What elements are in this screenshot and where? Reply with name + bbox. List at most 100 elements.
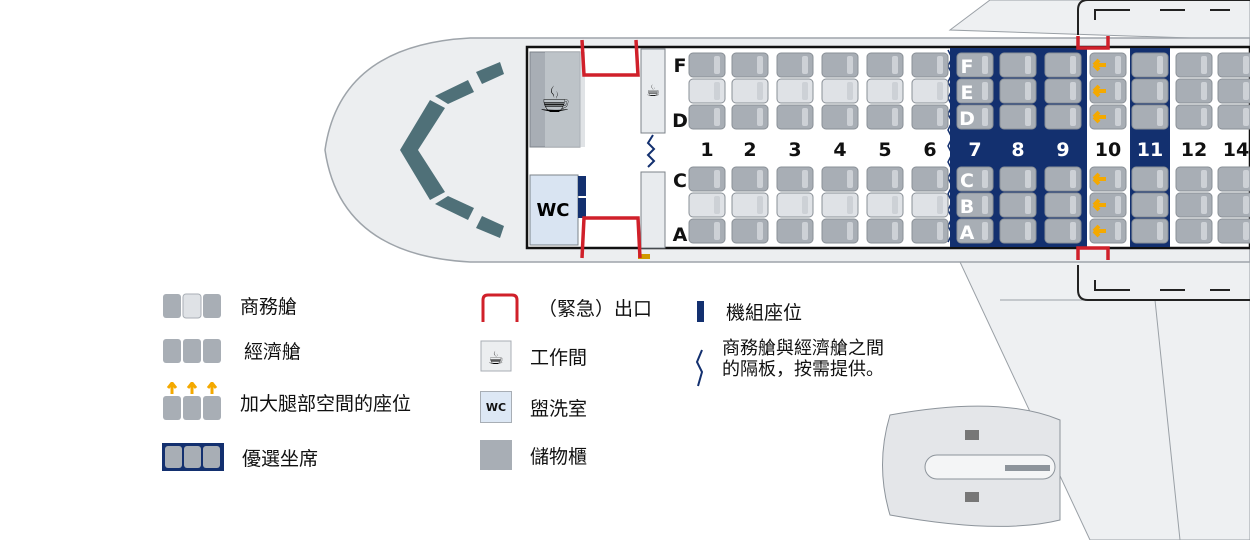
- seat-5B[interactable]: [866, 192, 904, 218]
- seat-6C[interactable]: [911, 166, 949, 192]
- seat-1F[interactable]: [688, 52, 726, 78]
- seat-4E[interactable]: [821, 78, 859, 104]
- seat-7D[interactable]: [956, 104, 994, 130]
- seat-6A[interactable]: [911, 218, 949, 244]
- seat-2E[interactable]: [731, 78, 769, 104]
- seat-12F[interactable]: [1175, 52, 1213, 78]
- exit-marker: [1076, 36, 1110, 50]
- seat-14B[interactable]: [1217, 192, 1250, 218]
- seat-5D[interactable]: [866, 104, 904, 130]
- seat-10A[interactable]: [1089, 218, 1127, 244]
- seat-11A[interactable]: [1131, 218, 1169, 244]
- seat-1A[interactable]: [688, 218, 726, 244]
- seat-3C[interactable]: [776, 166, 814, 192]
- seat-6F[interactable]: [911, 52, 949, 78]
- seat-11C[interactable]: [1131, 166, 1169, 192]
- seat-2B[interactable]: [731, 192, 769, 218]
- seat-14A[interactable]: [1217, 218, 1250, 244]
- seat-9A[interactable]: [1044, 218, 1082, 244]
- seat-3D[interactable]: [776, 104, 814, 130]
- seat-8F[interactable]: [999, 52, 1037, 78]
- seat-letter: A: [960, 222, 975, 244]
- seat-6E[interactable]: [911, 78, 949, 104]
- seat-letter: B: [960, 196, 974, 218]
- seat-10B[interactable]: [1089, 192, 1127, 218]
- seat-4A[interactable]: [821, 218, 859, 244]
- exits: [580, 36, 1110, 260]
- seat-7C[interactable]: [956, 166, 994, 192]
- seat-14E[interactable]: [1217, 78, 1250, 104]
- seat-3E[interactable]: [776, 78, 814, 104]
- galley-icon: ☕: [480, 340, 512, 372]
- seat-14F[interactable]: [1217, 52, 1250, 78]
- seat-6D[interactable]: [911, 104, 949, 130]
- seat-11B[interactable]: [1131, 192, 1169, 218]
- seat-7E[interactable]: [956, 78, 994, 104]
- legend-premium: 優選坐席: [162, 443, 318, 471]
- divider-icon: [646, 134, 656, 168]
- seat-2C[interactable]: [731, 166, 769, 192]
- svg-text:A: A: [673, 224, 688, 246]
- seat-12A[interactable]: [1175, 218, 1213, 244]
- seat-8D[interactable]: [999, 104, 1037, 130]
- seat-2F[interactable]: [731, 52, 769, 78]
- seat-9B[interactable]: [1044, 192, 1082, 218]
- seat-3A[interactable]: [776, 218, 814, 244]
- seat-5C[interactable]: [866, 166, 904, 192]
- seat-12B[interactable]: [1175, 192, 1213, 218]
- upper-wing: [948, 0, 1250, 41]
- seat-5A[interactable]: [866, 218, 904, 244]
- seat-3B[interactable]: [776, 192, 814, 218]
- legroom-arrow-icon: [1092, 110, 1106, 124]
- legroom-arrow-icon: [1092, 198, 1106, 212]
- seat-8C[interactable]: [999, 166, 1037, 192]
- seat-10D[interactable]: [1089, 104, 1127, 130]
- svg-text:C: C: [673, 170, 687, 192]
- exit-marker: [580, 39, 640, 77]
- svg-text:☕: ☕: [488, 348, 504, 369]
- seat-4B[interactable]: [821, 192, 859, 218]
- seat-12E[interactable]: [1175, 78, 1213, 104]
- seat-4D[interactable]: [821, 104, 859, 130]
- seat-8A[interactable]: [999, 218, 1037, 244]
- seat-9C[interactable]: [1044, 166, 1082, 192]
- seat-4C[interactable]: [821, 166, 859, 192]
- seat-6B[interactable]: [911, 192, 949, 218]
- seat-7B[interactable]: [956, 192, 994, 218]
- row-number: 8: [1011, 139, 1024, 161]
- row-number: 14: [1223, 139, 1249, 161]
- premium-seat-icon: [162, 443, 224, 471]
- seat-8E[interactable]: [999, 78, 1037, 104]
- seat-5E[interactable]: [866, 78, 904, 104]
- row-number: 6: [923, 139, 936, 161]
- seat-4F[interactable]: [821, 52, 859, 78]
- legend-business: 商務艙: [162, 292, 297, 319]
- seat-5F[interactable]: [866, 52, 904, 78]
- seat-7F[interactable]: [956, 52, 994, 78]
- seat-9E[interactable]: [1044, 78, 1082, 104]
- seat-1E[interactable]: [688, 78, 726, 104]
- seat-14C[interactable]: [1217, 166, 1250, 192]
- seat-2D[interactable]: [731, 104, 769, 130]
- seat-1B[interactable]: [688, 192, 726, 218]
- seat-10F[interactable]: [1089, 52, 1127, 78]
- seat-9F[interactable]: [1044, 52, 1082, 78]
- seat-8B[interactable]: [999, 192, 1037, 218]
- seat-11D[interactable]: [1131, 104, 1169, 130]
- seat-10E[interactable]: [1089, 78, 1127, 104]
- seat-12C[interactable]: [1175, 166, 1213, 192]
- seat-12D[interactable]: [1175, 104, 1213, 130]
- seat-2A[interactable]: [731, 218, 769, 244]
- seat-11E[interactable]: [1131, 78, 1169, 104]
- seat-letter: C: [960, 170, 974, 192]
- seat-10C[interactable]: [1089, 166, 1127, 192]
- seat-1D[interactable]: [688, 104, 726, 130]
- seat-11F[interactable]: [1131, 52, 1169, 78]
- seat-7A[interactable]: [956, 218, 994, 244]
- seat-14D[interactable]: [1217, 104, 1250, 130]
- seat-9D[interactable]: [1044, 104, 1082, 130]
- seat-1C[interactable]: [688, 166, 726, 192]
- legend-exit: （緊急）出口: [480, 292, 652, 322]
- seat-3F[interactable]: [776, 52, 814, 78]
